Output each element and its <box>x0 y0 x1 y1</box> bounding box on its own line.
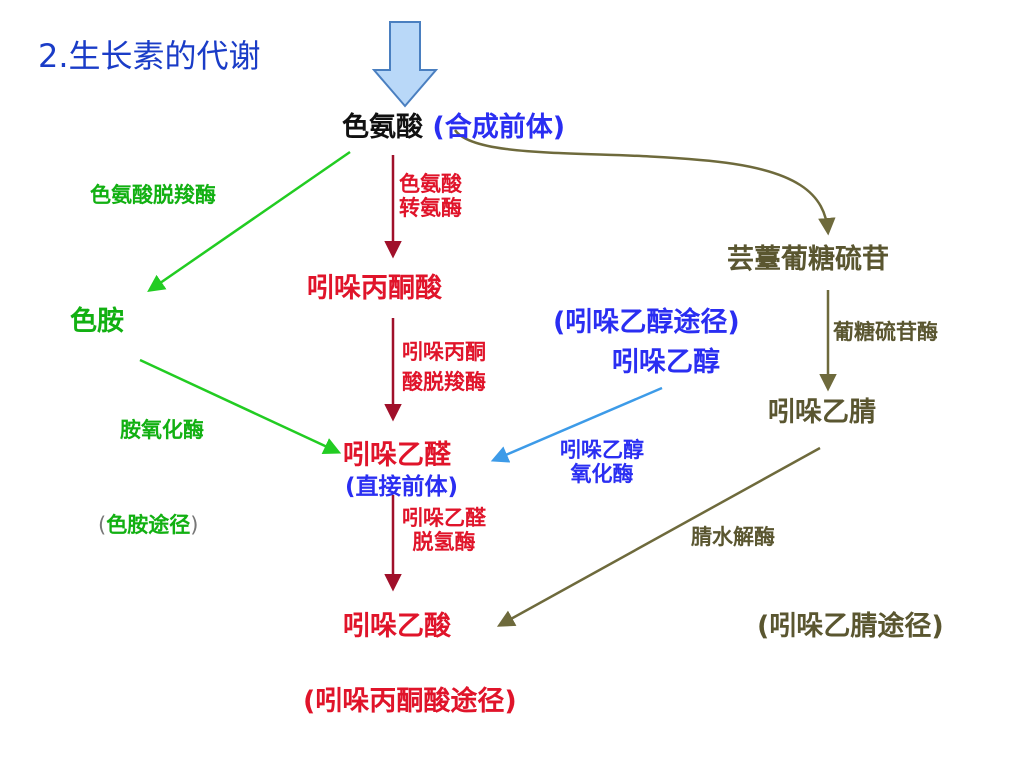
enzyme-trp-aminotransferase: 色氨酸 转氨酶 <box>399 172 462 220</box>
ian-pathway-label: (吲哚乙腈途径) <box>757 611 944 642</box>
arrow-tryptamine-to-iaald <box>139 358 342 455</box>
arrow-ethanol-to-iaald <box>490 386 663 463</box>
iaald-node: 吲哚乙醛 <box>343 440 451 471</box>
enzyme-line: 色氨酸 <box>399 172 462 196</box>
direct-precursor-note: (直接前体) <box>345 474 459 500</box>
enzyme-trp-decarboxylase: 色氨酸脱羧酶 <box>90 183 216 207</box>
enzyme-iaald-dehydrogenase: 吲哚乙醛 脱氢酶 <box>402 506 486 554</box>
arrow-trp-to-glucobrassicin <box>453 129 836 236</box>
ipa-pathway-label: (吲哚丙酮酸途径) <box>303 686 517 717</box>
ian-node: 吲哚乙腈 <box>768 397 876 428</box>
tryptamine-pathway-label: (色胺途径) <box>98 513 199 537</box>
enzyme-line: 脱氢酶 <box>412 530 476 555</box>
glucobrassicin-node: 芸薹葡糖硫苷 <box>727 244 889 275</box>
iaa-node: 吲哚乙酸 <box>343 611 451 642</box>
enzyme-line: 转氨酶 <box>399 196 462 221</box>
enzyme-glucosidase: 葡糖硫苷酶 <box>833 320 938 344</box>
enzyme-ethanol-oxidase: 吲哚乙醇 氧化酶 <box>560 438 644 486</box>
enzyme-line: 吲哚乙醇 <box>560 438 644 462</box>
enzyme-line: 吲哚丙酮 <box>402 340 486 364</box>
enzyme-line: 吲哚乙醛 <box>402 506 486 530</box>
enzyme-ipa-decarboxylase: 吲哚丙酮 酸脱羧酶 <box>402 340 486 394</box>
tryptophan-node: 色氨酸 (合成前体) <box>342 112 565 143</box>
arrow-ian-to-iaa <box>496 446 821 627</box>
precursor-note: (合成前体) <box>432 112 566 143</box>
arrow-trp-to-tryptamine <box>147 150 351 292</box>
tryptamine-node: 色胺 <box>70 306 124 337</box>
tryptophan-label: 色氨酸 <box>342 112 423 143</box>
input-arrow <box>371 21 439 108</box>
indole-ethanol-node: 吲哚乙醇 <box>612 347 720 378</box>
page-title: 2.生长素的代谢 <box>38 37 261 75</box>
enzyme-nitrilase: 腈水解酶 <box>691 525 775 549</box>
enzyme-line: 氧化酶 <box>570 462 634 487</box>
ipa-node: 吲哚丙酮酸 <box>307 273 442 304</box>
indole-ethanol-pathway-label: (吲哚乙醇途径) <box>553 307 740 338</box>
enzyme-amine-oxidase: 胺氧化酶 <box>120 418 204 442</box>
enzyme-line: 酸脱羧酶 <box>402 370 486 395</box>
